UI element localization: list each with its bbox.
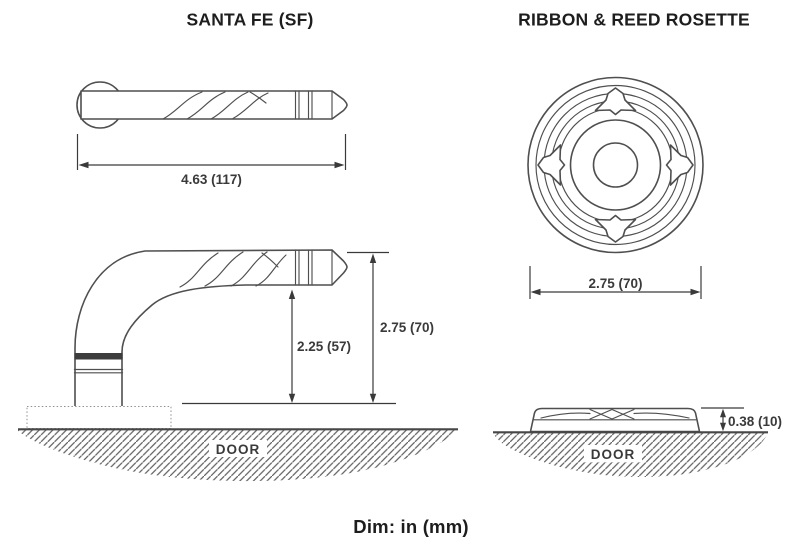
left-title: SANTA FE (SF) xyxy=(186,10,313,30)
lever-side-view-twist xyxy=(179,251,287,288)
rosette-center-hole xyxy=(592,142,639,188)
units-note: Dim: in (mm) xyxy=(353,516,468,537)
rosette-diameter-value: 2.75 (70) xyxy=(588,276,642,291)
rosette-ribbon-knots xyxy=(537,87,694,243)
lever-length-value: 4.63 (117) xyxy=(181,172,242,187)
rosette-dome-circle xyxy=(569,119,662,211)
right-door-label: DOOR xyxy=(591,447,636,462)
knot-left xyxy=(537,144,566,186)
rosette-side-view xyxy=(529,407,701,433)
knot-right xyxy=(665,144,694,186)
rosette-band-inner-circle xyxy=(557,107,674,223)
left-door-section: DOOR xyxy=(18,428,458,482)
rosette-second-circle xyxy=(535,84,696,246)
lever-length-dimension: 4.63 (117) xyxy=(76,134,347,187)
lever-side-view-bands xyxy=(294,249,313,286)
right-door-section: DOOR xyxy=(493,431,768,478)
lever-underside-height-value: 2.25 (57) xyxy=(297,339,351,354)
right-title: RIBBON & REED ROSETTE xyxy=(518,10,750,30)
rosette-thickness-dimension: 0.38 (10) xyxy=(701,407,782,432)
rosette-outer-circle xyxy=(527,76,704,254)
lever-overall-height-value: 2.75 (70) xyxy=(380,320,434,335)
rosette-thickness-value: 0.38 (10) xyxy=(728,414,782,429)
lever-side-view-collar xyxy=(73,353,124,374)
knot-top xyxy=(594,87,637,116)
left-door-label: DOOR xyxy=(216,442,261,457)
lever-top-view xyxy=(76,81,348,129)
rosette-diameter-dimension: 2.75 (70) xyxy=(529,266,702,299)
rosette-profile-ornament xyxy=(540,408,690,420)
lever-side-view-body xyxy=(74,249,348,406)
lever-top-view-twist xyxy=(162,91,269,120)
lever-height-dimensions: 2.25 (57) 2.75 (70) xyxy=(182,251,434,405)
lever-top-view-body xyxy=(80,90,348,120)
knot-bottom xyxy=(594,214,637,243)
rosette-footprint-dotted xyxy=(26,406,172,429)
rosette-front-view xyxy=(527,76,704,254)
lever-side-view xyxy=(26,249,348,429)
lever-top-view-bands xyxy=(294,90,313,120)
